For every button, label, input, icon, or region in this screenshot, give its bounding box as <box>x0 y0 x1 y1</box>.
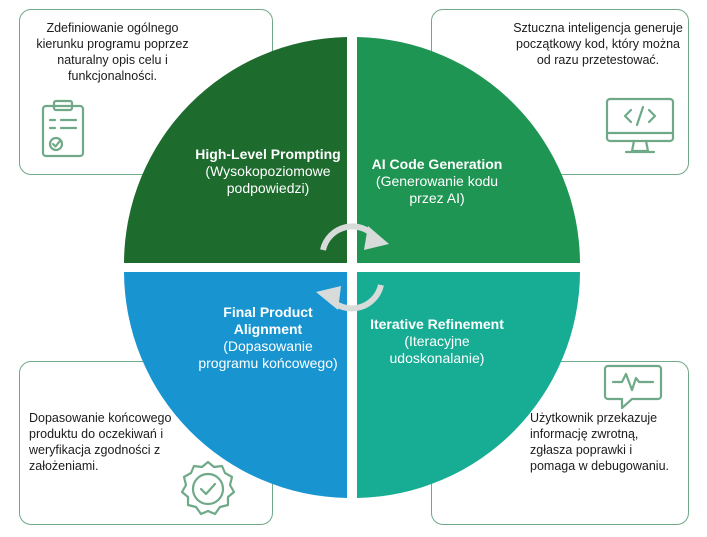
quadrant-top-left <box>124 37 347 263</box>
quadrant-title-bottom-right: Iterative Refinement <box>370 316 504 332</box>
quadrant-label-top-left: High-Level Prompting (Wysokopoziomowe po… <box>192 146 344 197</box>
verified-badge-icon <box>180 460 236 516</box>
quadrant-label-top-right: AI Code Generation (Generowanie kodu prz… <box>362 156 512 207</box>
quadrant-subtitle-bottom-left: (Dopasowanie programu końcowego) <box>198 338 338 371</box>
quadrant-title-top-left: High-Level Prompting <box>195 146 341 162</box>
quadrant-subtitle-top-right: (Generowanie kodu przez AI) <box>375 173 499 206</box>
quadrant-bottom-right <box>357 272 580 498</box>
quadrant-title-bottom-left: Final Product Alignment <box>223 304 313 337</box>
info-text-bottom-right: Użytkownik przekazuje informację zwrotną… <box>530 411 669 473</box>
quadrant-subtitle-bottom-right: (Iteracyjne udoskonalanie) <box>389 333 485 366</box>
chat-pulse-icon <box>603 364 663 410</box>
info-text-top-left: Zdefiniowanie ogólnego kierunku programu… <box>36 21 189 83</box>
monitor-code-icon <box>605 97 675 154</box>
info-text-bottom-left: Dopasowanie końcowego produktu do oczeki… <box>29 411 172 473</box>
quadrant-title-top-right: AI Code Generation <box>371 156 503 172</box>
info-text-top-right: Sztuczna inteligencja generuje początkow… <box>513 21 683 67</box>
quadrant-label-bottom-right: Iterative Refinement (Iteracyjne udoskon… <box>362 316 512 367</box>
quadrant-top-right <box>357 37 580 263</box>
clipboard-check-icon <box>41 99 85 158</box>
quadrant-bottom-left <box>124 272 347 498</box>
quadrant-label-bottom-left: Final Product Alignment (Dopasowanie pro… <box>192 304 344 372</box>
quadrant-subtitle-top-left: (Wysokopoziomowe podpowiedzi) <box>205 163 331 196</box>
cycle-arrowheads <box>316 226 389 310</box>
